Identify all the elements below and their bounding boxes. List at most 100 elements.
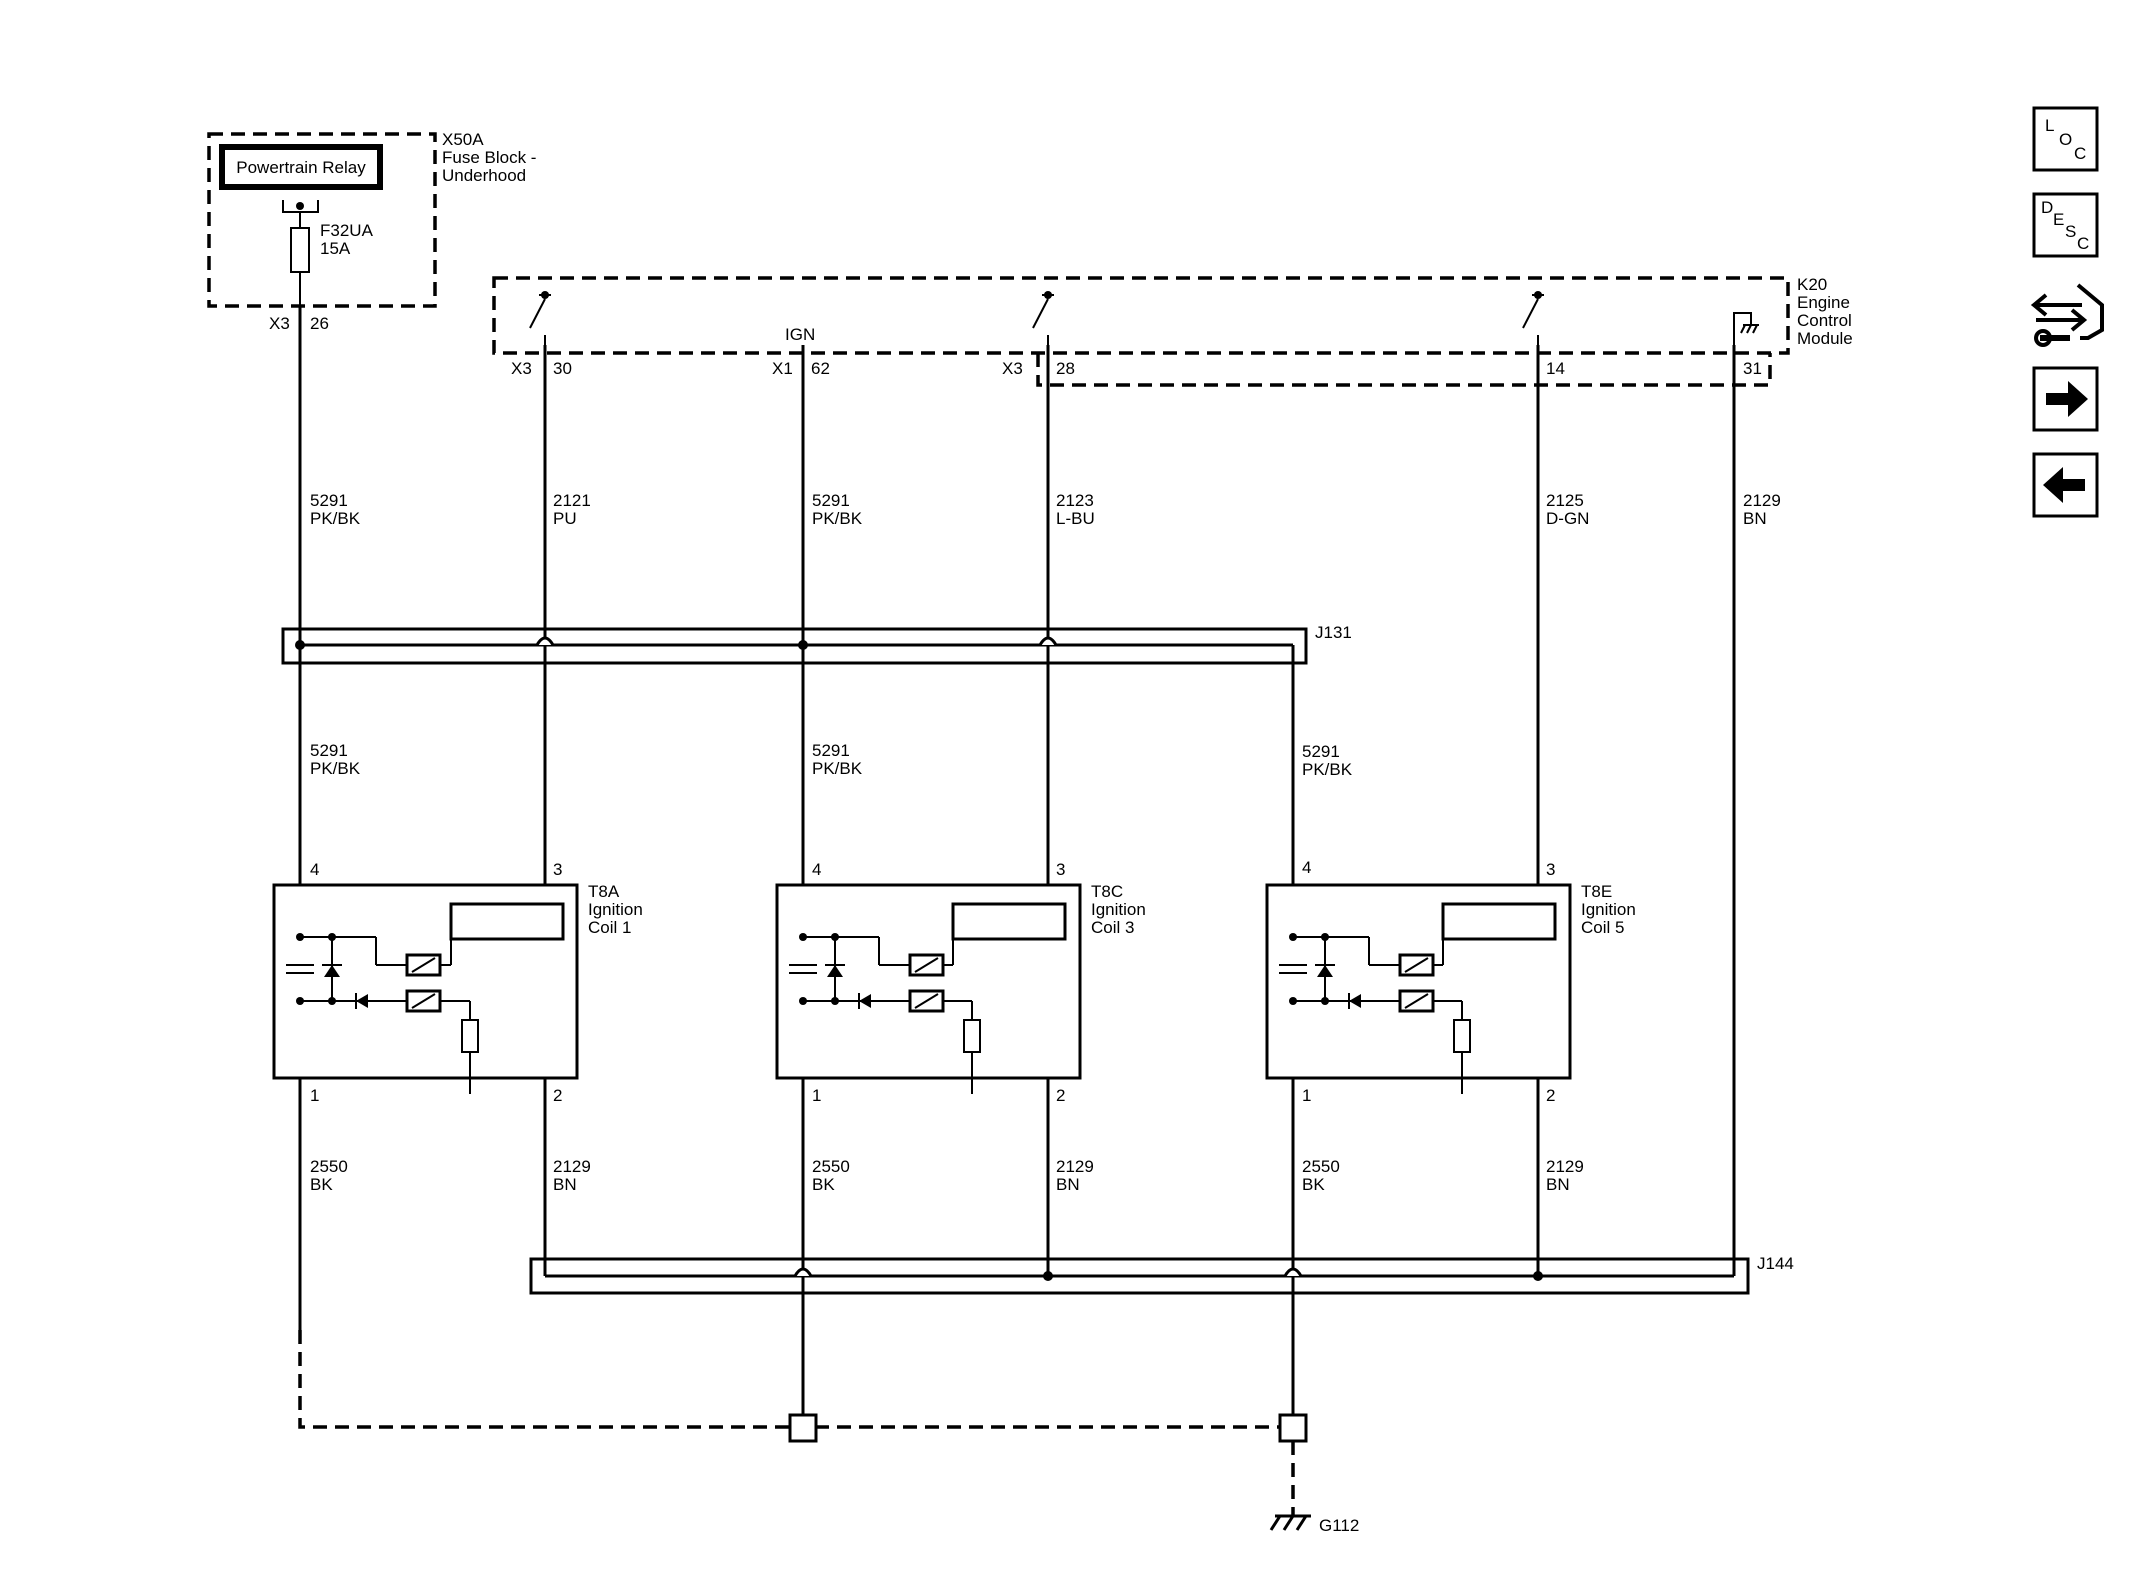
- description-icon-letter: D: [2041, 198, 2053, 217]
- wire-circuit: 5291: [812, 491, 850, 510]
- ecm-driver-switch-coil5: [1522, 291, 1544, 345]
- wire-circuit: 5291: [310, 491, 348, 510]
- wire-color: BK: [812, 1175, 835, 1194]
- ground-label: G112: [1319, 1516, 1359, 1535]
- ecm-pin-connector: X1: [772, 359, 793, 378]
- ground-g112-icon: [1269, 1514, 1311, 1531]
- fuse-block-outline: [207, 132, 437, 308]
- splice-j131-outline: [281, 627, 1308, 665]
- ecm-outline: [492, 276, 1790, 355]
- description-icon-letter: C: [2077, 234, 2089, 253]
- ecm-pin: 62: [811, 359, 830, 378]
- coil-id: T8A: [588, 882, 620, 901]
- wire-circuit: 5291: [1302, 742, 1340, 761]
- ground-connection-block: [1278, 1413, 1308, 1443]
- fuse-block-pin: 26: [310, 314, 329, 333]
- fuse-id: F32UA: [320, 221, 374, 240]
- wire-circuit: 2129: [1056, 1157, 1094, 1176]
- splice-node: [798, 640, 808, 650]
- coil-pin: 3: [553, 860, 562, 879]
- location-icon-letter: L: [2045, 116, 2054, 135]
- fuse-block-id: X50A: [442, 130, 484, 149]
- coil-pin: 3: [1056, 860, 1065, 879]
- wire-color: D-GN: [1546, 509, 1589, 528]
- relay-output-node: [296, 202, 304, 210]
- powertrain-relay-box: [219, 144, 383, 190]
- ecm-pin: 14: [1546, 359, 1565, 378]
- wire-color: BK: [1302, 1175, 1325, 1194]
- splice-j144-outline: [529, 1257, 1750, 1295]
- wire-color: BN: [1546, 1175, 1570, 1194]
- fuse-rating: 15A: [320, 239, 351, 258]
- wire-circuit: 2550: [812, 1157, 850, 1176]
- wire-circuit: 2550: [310, 1157, 348, 1176]
- wire-circuit: 5291: [310, 741, 348, 760]
- wire-color: PK/BK: [1302, 760, 1353, 779]
- fuse-block-x50a: Powertrain Relay X50A Fuse Block - Under…: [207, 130, 536, 333]
- wire-color: PU: [553, 509, 577, 528]
- fuse-block-connector: X3: [269, 314, 290, 333]
- ecm-connector-x3-outline: [1036, 353, 1772, 387]
- wire-circuit: 2129: [1743, 491, 1781, 510]
- next-page-button[interactable]: [2032, 366, 2099, 432]
- wire-color: PK/BK: [310, 509, 361, 528]
- fuse-f32ua-icon: [290, 227, 310, 273]
- powertrain-relay-label: Powertrain Relay: [236, 158, 366, 177]
- coil-pin: 4: [1302, 858, 1311, 877]
- splice-j131-label: J131: [1315, 623, 1352, 642]
- coil-id: T8C: [1091, 882, 1123, 901]
- location-button[interactable]: L O C: [2032, 106, 2099, 172]
- coil-name-1: Ignition: [1091, 900, 1146, 919]
- splice-node: [1533, 1271, 1543, 1281]
- coil-name-2: Coil 1: [588, 918, 631, 937]
- wire-color: BN: [553, 1175, 577, 1194]
- ecm-name-3: Module: [1797, 329, 1853, 348]
- location-icon-letter: C: [2074, 144, 2086, 163]
- coil-pin: 2: [1056, 1086, 1065, 1105]
- previous-page-button[interactable]: [2032, 452, 2099, 518]
- wire-crossover-hop: [793, 1267, 813, 1277]
- ecm-name-2: Control: [1797, 311, 1852, 330]
- coil-feed-labels: 5291 PK/BK 5291 PK/BK 5291 PK/BK: [310, 741, 1353, 779]
- coil-pin: 1: [310, 1086, 319, 1105]
- wires-top: [298, 306, 1736, 1418]
- description-icon-letter: E: [2053, 210, 2064, 229]
- ground-dashed-path: [298, 1330, 793, 1429]
- description-button[interactable]: D E S C: [2032, 192, 2099, 258]
- wire-circuit: 2129: [1546, 1157, 1584, 1176]
- fuse-block-name-1: Fuse Block -: [442, 148, 536, 167]
- ecm-k20: K20 Engine Control Module IGN: [492, 275, 1853, 387]
- splice-j144-label: J144: [1757, 1254, 1794, 1273]
- coil-pin: 4: [812, 860, 821, 879]
- ecm-name-1: Engine: [1797, 293, 1850, 312]
- ignition-coil-t8c: T8C Ignition Coil 3 4 3 1 2: [775, 860, 1146, 1105]
- wire-color: PK/BK: [812, 759, 863, 778]
- wire-labels-top: 5291 PK/BK 2121 PU 5291 PK/BK 2123 L-BU …: [310, 491, 1781, 528]
- ignition-coil-t8a: T8A Ignition Coil 1 4 3 1 2: [272, 860, 643, 1105]
- ecm-pin-connector: X3: [1002, 359, 1023, 378]
- wire-circuit: 5291: [812, 741, 850, 760]
- splice-j144: J144: [529, 1254, 1794, 1418]
- ground-connection-block: [788, 1413, 818, 1443]
- ecm-id: K20: [1797, 275, 1827, 294]
- coil-id: T8E: [1581, 882, 1612, 901]
- description-icon-letter: S: [2065, 222, 2076, 241]
- wire-color: BN: [1056, 1175, 1080, 1194]
- wire-labels-bottom: 2550 BK 2129 BN 2550 BK 2129 BN 2550 BK …: [310, 1157, 1584, 1194]
- wire-circuit: 2125: [1546, 491, 1584, 510]
- ecm-pin: 28: [1056, 359, 1075, 378]
- ecm-internal-ground-icon: [1733, 312, 1759, 345]
- coil-name-2: Coil 3: [1091, 918, 1134, 937]
- wire-crossover-hop: [535, 636, 555, 646]
- coil-driver-module-icon: [951, 902, 1067, 941]
- wire-color: BK: [310, 1175, 333, 1194]
- ignition-coil-t8e: T8E Ignition Coil 5 4 3 1 2: [1265, 858, 1636, 1105]
- coil-internal-circuit-icon: [286, 933, 479, 1094]
- coil-pin: 4: [310, 860, 319, 879]
- connector-service-button[interactable]: [2030, 276, 2104, 348]
- ecm-pin: 31: [1743, 359, 1762, 378]
- wire-color: PK/BK: [310, 759, 361, 778]
- wire-color: BN: [1743, 509, 1767, 528]
- coil-pin: 2: [553, 1086, 562, 1105]
- coil-pin: 1: [812, 1086, 821, 1105]
